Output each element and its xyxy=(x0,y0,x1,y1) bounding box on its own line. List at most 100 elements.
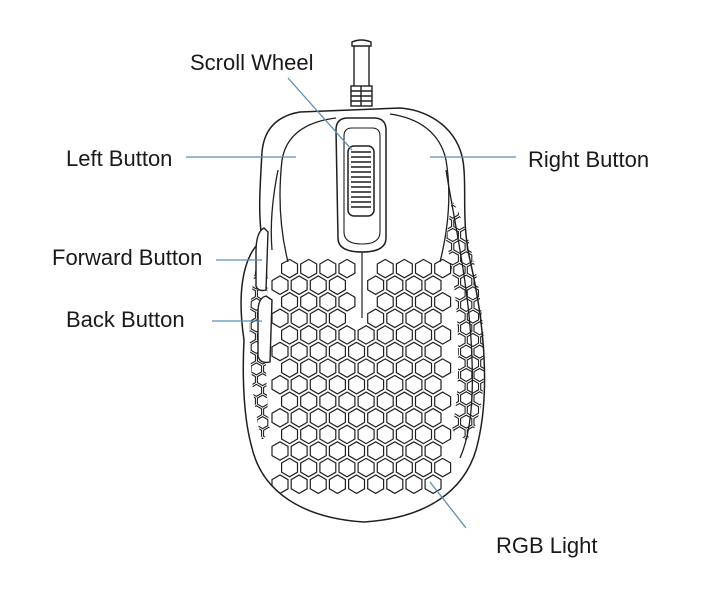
honeycomb-cell xyxy=(367,441,385,461)
honeycomb-cell xyxy=(348,441,366,461)
mouse-shell xyxy=(240,107,486,523)
honeycomb-cell xyxy=(434,258,452,279)
back-side-button[interactable] xyxy=(257,295,273,364)
honeycomb-cell xyxy=(281,391,299,412)
honeycomb-cell xyxy=(300,258,318,279)
honeycomb-cell xyxy=(405,308,423,329)
honeycomb-cell xyxy=(460,321,473,336)
honeycomb-cell xyxy=(319,258,337,279)
honeycomb-cell xyxy=(271,275,289,296)
honeycomb-cell xyxy=(453,262,466,278)
honeycomb-cell xyxy=(395,457,413,478)
honeycomb-cell xyxy=(414,258,433,279)
honeycomb-cell xyxy=(290,474,308,495)
honeycomb-cell xyxy=(290,407,308,428)
honeycomb-cell xyxy=(480,239,485,254)
honeycomb-cell xyxy=(338,391,356,412)
honeycomb-cell xyxy=(424,275,442,296)
honeycomb-cell xyxy=(256,415,269,430)
honeycomb-cell xyxy=(405,441,423,461)
honeycomb-cell xyxy=(460,251,473,266)
honeycomb-cell xyxy=(480,262,485,278)
scroll-wheel[interactable] xyxy=(347,145,375,217)
honeycomb-cell xyxy=(446,216,453,231)
honeycomb-cell xyxy=(405,374,423,395)
honeycomb-cell xyxy=(367,374,385,395)
honeycomb-cell xyxy=(328,275,346,296)
honeycomb-cell xyxy=(434,391,452,412)
honeycomb-cell xyxy=(414,457,433,478)
forward-side-button[interactable] xyxy=(255,227,269,292)
honeycomb-cell xyxy=(281,457,299,478)
honeycomb-cell xyxy=(424,308,442,329)
honeycomb-cell xyxy=(480,356,485,371)
honeycomb-cell xyxy=(249,244,250,247)
honeycomb-cell xyxy=(338,258,356,279)
honeycomb-cell xyxy=(414,291,433,312)
honeycomb-cell xyxy=(414,358,433,378)
shell-inner-edge-left xyxy=(270,169,279,251)
label-forward-button: Forward Button xyxy=(52,245,203,270)
honeycomb-cell xyxy=(386,275,404,296)
honeycomb-cell xyxy=(480,216,485,231)
label-back-button: Back Button xyxy=(66,307,185,332)
honeycomb-cell xyxy=(473,297,485,313)
honeycomb-cell xyxy=(480,379,485,394)
honeycomb-cell xyxy=(424,407,442,428)
honeycomb-cell xyxy=(386,341,404,362)
honeycomb-cell xyxy=(281,358,299,378)
label-rgb-light: RGB Light xyxy=(496,533,598,558)
honeycomb-cell xyxy=(348,407,366,428)
honeycomb-cell xyxy=(460,297,473,313)
honeycomb-cell xyxy=(460,391,473,406)
honeycomb-cell xyxy=(319,457,337,478)
honeycomb-cell xyxy=(328,441,346,461)
cable xyxy=(350,39,373,107)
honeycomb-cell xyxy=(357,325,375,345)
honeycomb-cell xyxy=(309,441,327,461)
honeycomb-cell xyxy=(460,367,473,383)
honeycomb-cell xyxy=(338,424,356,445)
cable-strain-relief xyxy=(350,85,373,107)
honeycomb-cell xyxy=(386,407,404,428)
honeycomb-cell xyxy=(249,330,256,344)
honeycomb-cell xyxy=(480,332,485,348)
honeycomb-cell xyxy=(376,258,394,279)
honeycomb-cell xyxy=(290,308,308,329)
honeycomb-cell xyxy=(309,474,327,495)
honeycomb-cell xyxy=(357,391,375,412)
honeycomb-cell xyxy=(405,275,423,296)
honeycomb-cell xyxy=(434,424,452,445)
honeycomb-cell xyxy=(446,239,453,254)
honeycomb-cell xyxy=(480,200,485,208)
honeycomb-cell xyxy=(434,291,452,312)
honeycomb-cell xyxy=(309,308,327,329)
honeycomb-cell xyxy=(328,308,346,329)
honeycomb-cell xyxy=(395,291,413,312)
honeycomb-cell xyxy=(386,474,404,495)
honeycomb-cell xyxy=(300,325,318,345)
honeycomb-cell xyxy=(424,341,442,362)
honeycomb-cell xyxy=(434,325,452,345)
honeycomb-cell xyxy=(473,321,485,336)
honeycomb-cell xyxy=(348,341,366,362)
honeycomb-cell xyxy=(395,258,413,279)
honeycomb-cell xyxy=(338,291,356,312)
honeycomb-cell xyxy=(338,358,356,378)
honeycomb-cell xyxy=(300,457,318,478)
honeycomb-cell xyxy=(290,441,308,461)
honeycomb-cell xyxy=(466,216,480,231)
honeycomb-cell xyxy=(376,391,394,412)
right-button-contour xyxy=(389,113,450,263)
honeycomb-cell xyxy=(271,407,289,428)
honeycomb-cell xyxy=(466,356,480,371)
honeycomb-cell xyxy=(281,258,299,279)
honeycomb-cell xyxy=(395,391,413,412)
honeycomb-cell xyxy=(271,441,289,461)
honeycomb-cell xyxy=(414,391,433,412)
honeycomb-cell xyxy=(328,407,346,428)
honeycomb-cell xyxy=(424,474,442,495)
honeycomb-cell xyxy=(309,374,327,395)
honeycomb-cell xyxy=(466,402,480,418)
honeycomb-cell xyxy=(466,200,480,208)
